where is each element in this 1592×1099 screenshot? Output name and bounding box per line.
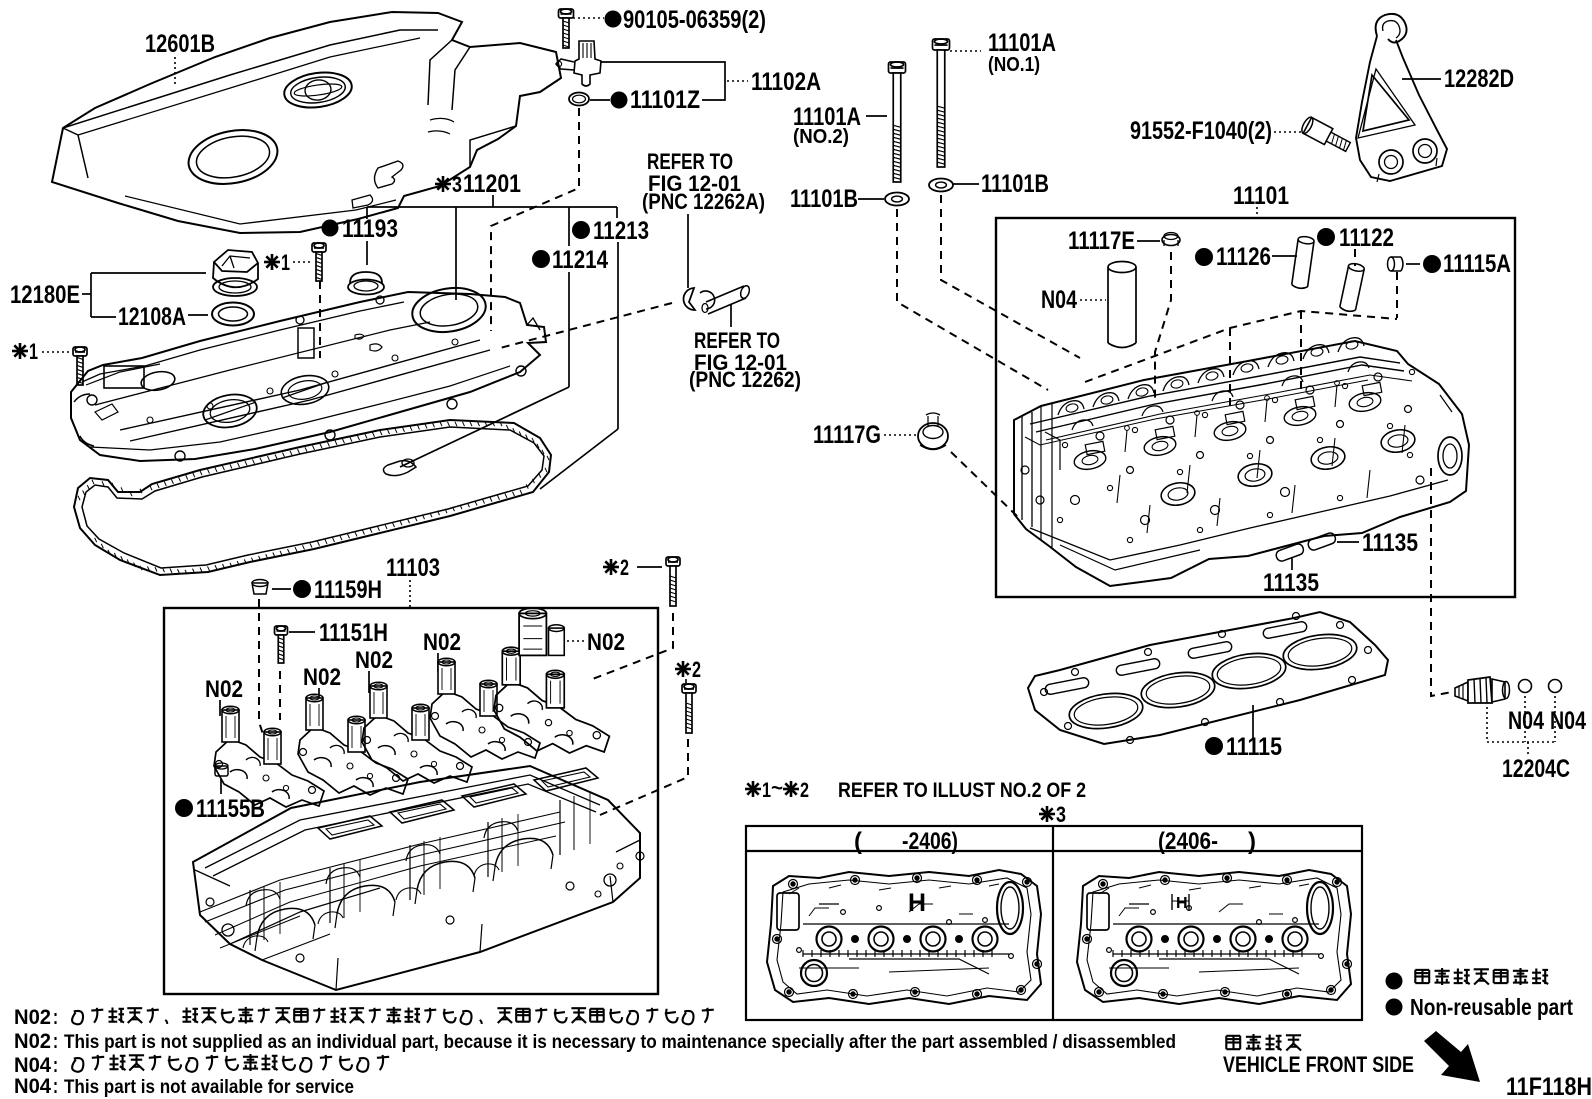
svg-text:FIG 12-01: FIG 12-01 (694, 350, 787, 375)
svg-text:2: 2 (800, 779, 809, 802)
svg-text:H: H (908, 889, 926, 917)
svg-text:-2406): -2406) (902, 828, 958, 855)
svg-text:11115A: 11115A (1443, 250, 1511, 278)
svg-text:11155B: 11155B (196, 795, 265, 823)
svg-text:(PNC 12262): (PNC 12262) (689, 367, 801, 392)
svg-text:12601B: 12601B (145, 30, 215, 58)
svg-text:11103: 11103 (386, 554, 440, 582)
svg-text:N02: N02 (14, 1030, 51, 1053)
svg-text:N04: N04 (14, 1054, 51, 1077)
svg-text:2: 2 (692, 657, 701, 682)
svg-text:11122: 11122 (1339, 224, 1394, 252)
svg-text:Non-reusable part: Non-reusable part (1410, 994, 1573, 1020)
svg-text:11201: 11201 (463, 170, 521, 198)
svg-text:1: 1 (762, 779, 771, 802)
svg-text:11117G: 11117G (813, 421, 881, 449)
svg-text:3: 3 (1056, 802, 1066, 827)
svg-text:REFER TO: REFER TO (647, 149, 733, 174)
svg-text:1: 1 (29, 339, 38, 364)
svg-text::: : (53, 1075, 58, 1098)
svg-text:N02: N02 (205, 676, 243, 703)
svg-text:This part is not supplied as a: This part is not supplied as an individu… (64, 1032, 1176, 1053)
svg-text:12204C: 12204C (1502, 755, 1570, 783)
svg-text::: : (53, 1030, 58, 1053)
svg-text:11214: 11214 (552, 246, 608, 274)
svg-text:11101: 11101 (1233, 182, 1289, 210)
svg-text:11101B: 11101B (981, 170, 1049, 198)
svg-text:11135: 11135 (1362, 529, 1418, 557)
svg-text:REFER TO: REFER TO (694, 328, 780, 353)
svg-text:11102A: 11102A (751, 68, 821, 96)
svg-text:N04: N04 (1550, 707, 1586, 735)
svg-text:N02: N02 (587, 629, 625, 656)
svg-text:11151H: 11151H (319, 619, 388, 647)
svg-text:(2406-: (2406- (1158, 828, 1218, 855)
svg-text:H: H (1176, 895, 1188, 912)
svg-text:REFER TO ILLUST NO.2 OF 2: REFER TO ILLUST NO.2 OF 2 (838, 779, 1086, 802)
svg-text:N02: N02 (14, 1006, 51, 1029)
svg-text:11159H: 11159H (314, 576, 382, 604)
svg-text:1: 1 (281, 250, 290, 275)
svg-text:91552-F1040(2): 91552-F1040(2) (1130, 117, 1272, 145)
svg-text:(NO.1): (NO.1) (988, 54, 1040, 76)
svg-text:(PNC 12262A): (PNC 12262A) (642, 189, 765, 214)
svg-text:N04: N04 (1508, 707, 1544, 735)
svg-text:(: ( (854, 828, 862, 855)
svg-text:N04: N04 (14, 1075, 51, 1098)
svg-text::: : (53, 1006, 58, 1029)
svg-text:FIG 12-01: FIG 12-01 (648, 171, 741, 196)
svg-text:VEHICLE FRONT SIDE: VEHICLE FRONT SIDE (1223, 1052, 1414, 1077)
svg-text:11101A: 11101A (793, 103, 861, 131)
svg-text:11193: 11193 (342, 215, 398, 243)
svg-text:(NO.2): (NO.2) (793, 126, 849, 148)
svg-text:11101A: 11101A (988, 29, 1056, 57)
svg-text:N04: N04 (1041, 286, 1077, 314)
svg-text:12180E: 12180E (10, 281, 80, 309)
svg-text:N02: N02 (423, 629, 461, 656)
svg-text:N02: N02 (355, 647, 393, 674)
svg-text:11F118H: 11F118H (1506, 1073, 1592, 1099)
svg-text:11213: 11213 (593, 217, 649, 245)
svg-text:~: ~ (771, 777, 783, 800)
svg-text:2: 2 (620, 555, 629, 580)
svg-text:3: 3 (452, 172, 462, 197)
svg-text:90105-06359(2): 90105-06359(2) (623, 6, 766, 34)
svg-text:): ) (1248, 828, 1256, 855)
svg-text:11101B: 11101B (790, 185, 858, 213)
svg-text:11126: 11126 (1216, 243, 1271, 271)
svg-text:This part is not available for: This part is not available for service (64, 1077, 354, 1098)
svg-text:11117E: 11117E (1068, 227, 1135, 255)
svg-text:12108A: 12108A (118, 303, 186, 331)
svg-text::: : (53, 1054, 58, 1077)
svg-text:11135: 11135 (1263, 569, 1319, 597)
svg-text:12282D: 12282D (1444, 65, 1514, 93)
svg-text:11101Z: 11101Z (630, 86, 700, 114)
svg-text:11115: 11115 (1226, 733, 1282, 761)
svg-text:N02: N02 (303, 664, 341, 691)
